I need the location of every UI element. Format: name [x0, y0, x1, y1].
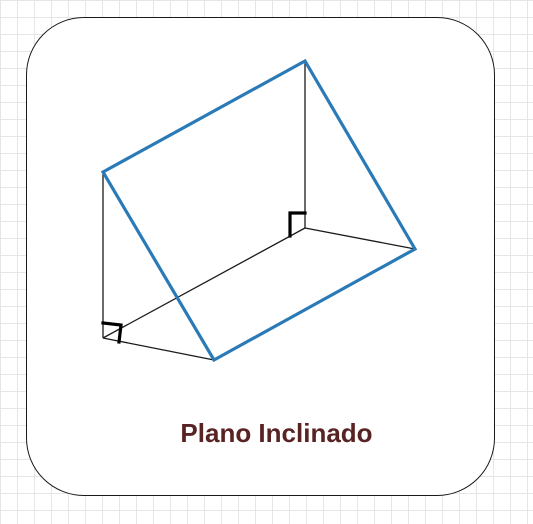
bottom-back-edge — [304, 227, 416, 250]
bottom-left-edge — [102, 227, 306, 339]
bottom-front-edge — [102, 337, 215, 361]
figure-card — [26, 17, 495, 496]
right-angle-icon — [288, 211, 307, 238]
diagram-caption: Plano Inclinado — [180, 418, 373, 448]
wedge-edges — [102, 61, 416, 361]
inclined-plane-face — [100, 58, 418, 363]
right-angle-icon — [101, 321, 123, 344]
